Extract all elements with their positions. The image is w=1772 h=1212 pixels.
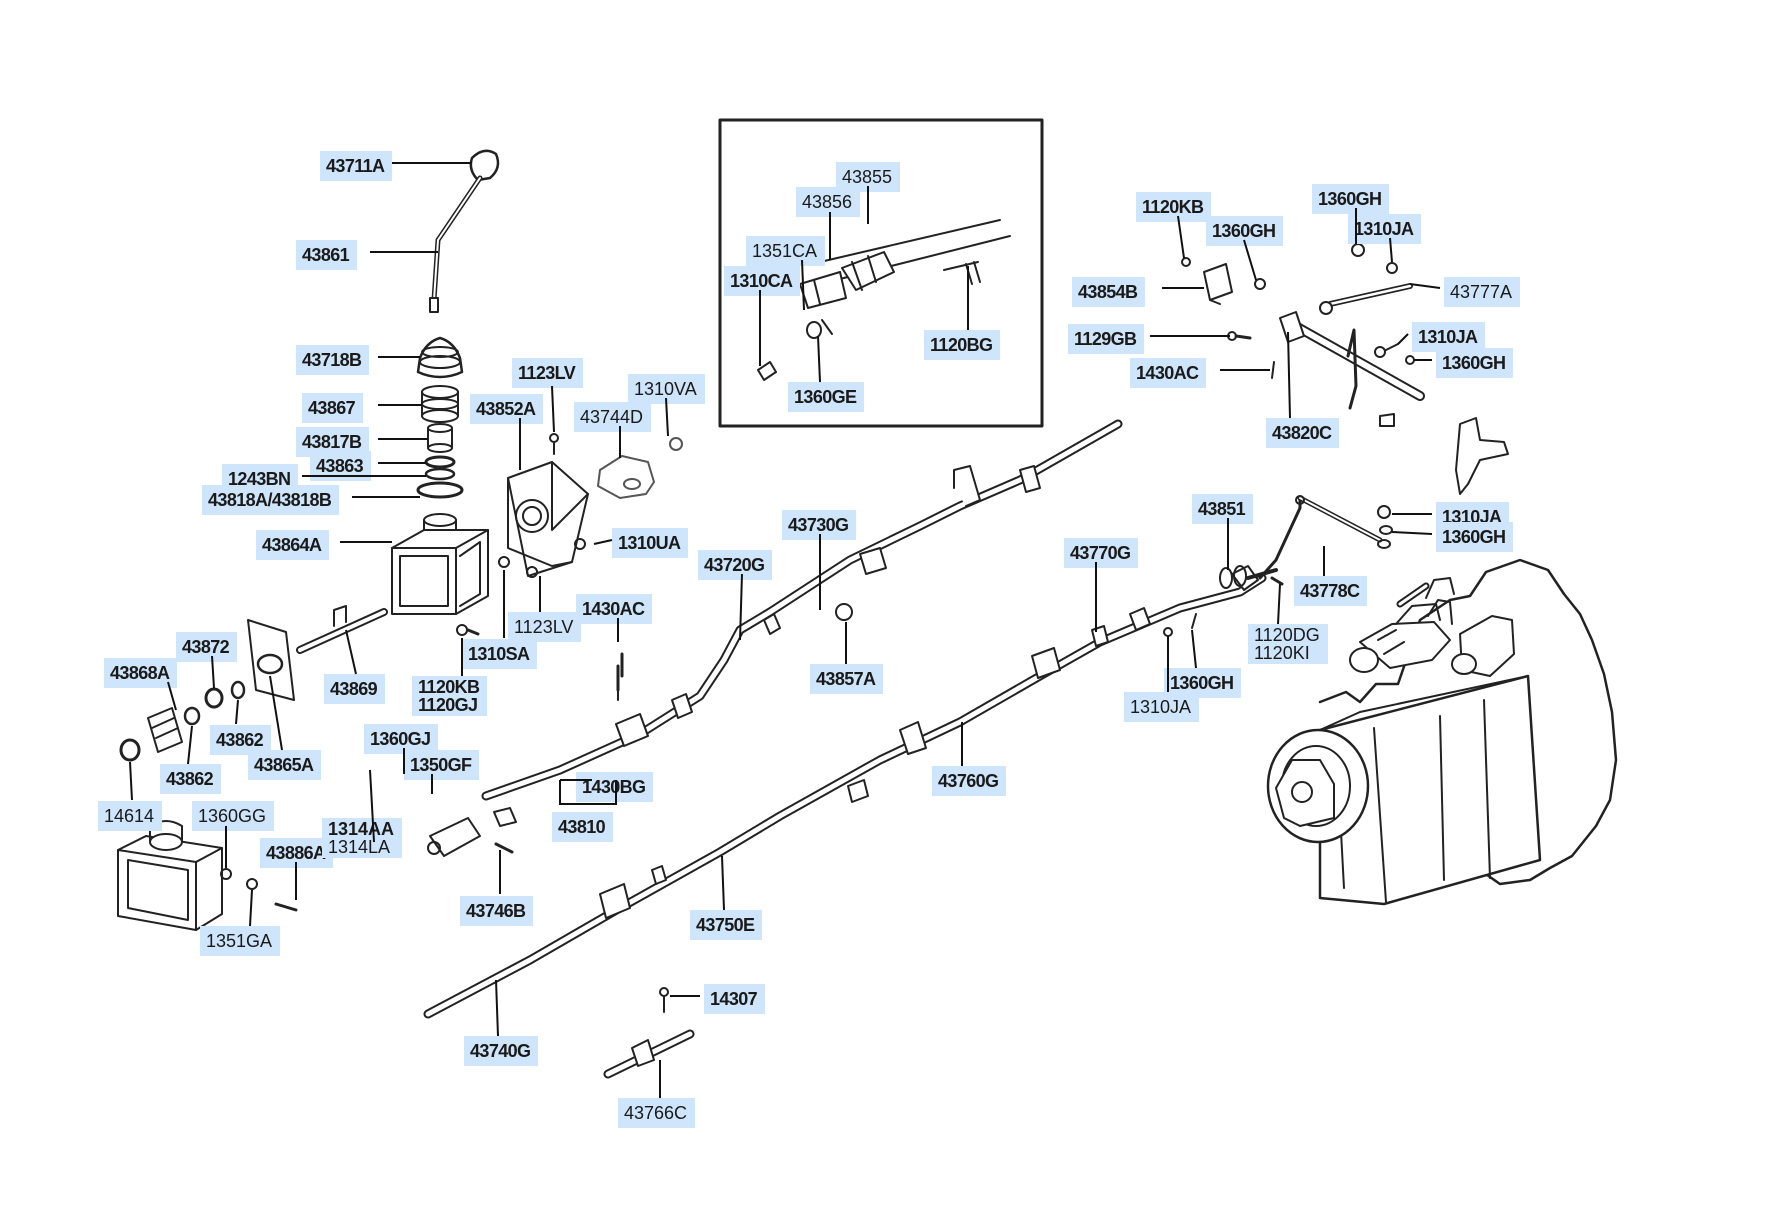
label-43869[interactable]: 43869 <box>324 674 386 704</box>
label-1360GJ[interactable]: 1360GJ <box>364 724 439 754</box>
label-1120KB-a: 1120KB <box>418 677 480 697</box>
label-43750E[interactable]: 43750E <box>690 910 763 940</box>
label-1360GH-c[interactable]: 1360GH <box>1436 348 1514 378</box>
label-1129GB[interactable]: 1129GB <box>1068 324 1145 354</box>
label-1123LV-a[interactable]: 1123LV <box>512 358 584 388</box>
label-43865A[interactable]: 43865A <box>248 750 322 780</box>
label-43867[interactable]: 43867 <box>302 393 364 423</box>
label-1350GF[interactable]: 1350GF <box>404 750 480 780</box>
linkage-43854B <box>1181 257 1266 305</box>
label-1310SA[interactable]: 1310SA <box>462 639 538 669</box>
label-43766C[interactable]: 43766C <box>618 1098 696 1128</box>
transmission-housing <box>1266 558 1618 906</box>
label-1120BG[interactable]: 1120BG <box>924 330 1001 360</box>
label-43770G[interactable]: 43770G <box>1064 538 1139 568</box>
label-43862-a[interactable]: 43862 <box>210 725 272 755</box>
inset-detail-parts <box>757 219 1011 381</box>
label-43854B[interactable]: 43854B <box>1072 277 1146 307</box>
label-1310JA-b[interactable]: 1310JA <box>1412 322 1486 352</box>
label-1360GH-a[interactable]: 1360GH <box>1206 216 1284 246</box>
label-43730G[interactable]: 43730G <box>782 510 857 540</box>
shaft-43820C <box>1227 311 1425 427</box>
label-1360GG[interactable]: 1360GG <box>192 801 275 831</box>
label-1351GA[interactable]: 1351GA <box>200 926 281 956</box>
lower-shift-cable <box>423 565 1267 1019</box>
label-1430AC-b[interactable]: 1430AC <box>1130 358 1207 388</box>
label-1310JA-a[interactable]: 1310JA <box>1348 214 1422 244</box>
label-43862-b[interactable]: 43862 <box>160 764 222 794</box>
label-1360GH-d[interactable]: 1360GH <box>1436 522 1514 552</box>
label-1360GE[interactable]: 1360GE <box>788 382 865 412</box>
label-14307[interactable]: 14307 <box>704 984 766 1014</box>
label-43857A[interactable]: 43857A <box>810 664 884 694</box>
label-43746B[interactable]: 43746B <box>460 896 534 926</box>
label-43740G[interactable]: 43740G <box>464 1036 539 1066</box>
label-43778C[interactable]: 43778C <box>1294 576 1368 606</box>
label-1310VA[interactable]: 1310VA <box>628 374 705 404</box>
label-1120KB-b[interactable]: 1120KB <box>1136 192 1212 222</box>
label-43868A[interactable]: 43868A <box>104 658 178 688</box>
label-1360GH-b[interactable]: 1360GH <box>1312 184 1390 214</box>
bracket-43852A <box>456 433 589 636</box>
label-1120KI: 1120KI <box>1254 643 1310 663</box>
label-43886A[interactable]: 43886A <box>260 838 334 868</box>
part-43744D <box>597 437 683 499</box>
label-43718B[interactable]: 43718B <box>296 345 370 375</box>
label-43856[interactable]: 43856 <box>796 187 861 217</box>
label-43863[interactable]: 43863 <box>310 451 372 481</box>
label-43711A[interactable]: 43711A <box>320 151 393 181</box>
label-43760G[interactable]: 43760G <box>932 766 1007 796</box>
label-43852A[interactable]: 43852A <box>470 394 544 424</box>
clip-right <box>1396 582 1430 608</box>
label-1310JA-d[interactable]: 1310JA <box>1124 692 1200 722</box>
label-43818A-43818B[interactable]: 43818A/43818B <box>202 485 340 515</box>
label-1310CA[interactable]: 1310CA <box>724 266 801 296</box>
nut-43857A <box>835 603 853 621</box>
label-43744D[interactable]: 43744D <box>574 402 652 432</box>
label-1430AC-a[interactable]: 1430AC <box>576 594 653 624</box>
label-43861[interactable]: 43861 <box>296 240 358 270</box>
label-1123LV-b[interactable]: 1123LV <box>508 612 582 642</box>
label-43820C[interactable]: 43820C <box>1266 418 1340 448</box>
label-43810[interactable]: 43810 <box>552 812 614 842</box>
bracket-upper-right <box>1455 417 1509 495</box>
label-1314LA: 1314LA <box>328 837 391 857</box>
label-1120GJ: 1120GJ <box>418 695 478 715</box>
bracket-43766C <box>603 987 695 1079</box>
linkage-43851 <box>1163 495 1391 637</box>
label-43777A[interactable]: 43777A <box>1444 277 1521 307</box>
label-43851[interactable]: 43851 <box>1192 494 1254 524</box>
label-1351CA[interactable]: 1351CA <box>746 236 826 266</box>
label-1314AA: 1314AA <box>328 819 395 839</box>
label-14614[interactable]: 14614 <box>98 801 163 831</box>
rod-43777A <box>1319 243 1413 315</box>
label-43872[interactable]: 43872 <box>176 632 238 662</box>
label-1430BG[interactable]: 1430BG <box>576 772 654 802</box>
label-43864A[interactable]: 43864A <box>256 530 330 560</box>
label-43720G[interactable]: 43720G <box>698 550 773 580</box>
label-1310UA[interactable]: 1310UA <box>612 528 689 558</box>
detail-inset-frame <box>718 118 1044 428</box>
label-1120DG: 1120DG <box>1254 625 1320 645</box>
upper-shift-cable <box>427 419 1123 857</box>
